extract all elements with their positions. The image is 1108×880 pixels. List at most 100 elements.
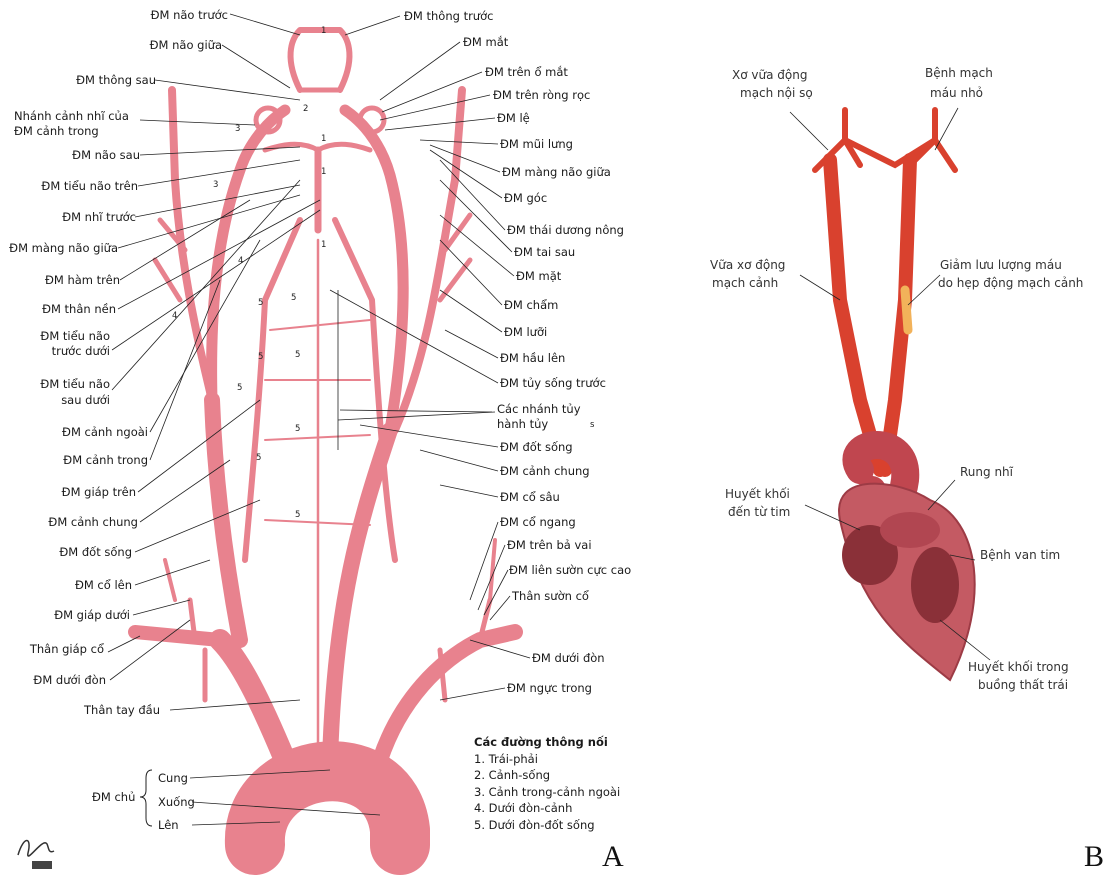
- label-angular: ĐM góc: [504, 191, 547, 205]
- label-pica-2: sau dưới: [61, 393, 110, 407]
- label-anterior-cerebral: ĐM não trước: [151, 8, 228, 22]
- anastomosis-number: 1: [321, 26, 326, 36]
- label-ascending-aorta: Lên: [158, 818, 179, 832]
- anastomosis-number: 5: [258, 298, 263, 308]
- label-facial: ĐM mặt: [516, 269, 561, 283]
- label-maxillary: ĐM hàm trên: [45, 273, 120, 287]
- label-superior-cerebellar: ĐM tiểu não trên: [41, 179, 138, 193]
- stray-mark: s: [590, 420, 594, 430]
- netter-signature-logo: [10, 825, 70, 875]
- anastomosis-number: 5: [295, 424, 300, 434]
- stroke-etiology-illustration: [815, 110, 975, 680]
- label-ascending-pharyngeal: ĐM hầu lên: [500, 351, 565, 365]
- label-intracranial-athero-2: mạch nội sọ: [740, 86, 813, 101]
- label-lacrimal: ĐM lệ: [497, 111, 530, 125]
- anastomosis-number: 1: [321, 240, 326, 250]
- label-transverse-cervical: ĐM cổ ngang: [500, 515, 576, 529]
- label-supratrochlear: ĐM trên ròng rọc: [493, 88, 590, 102]
- label-aica-2: trước dưới: [52, 344, 110, 358]
- label-posterior-cerebral: ĐM não sau: [72, 148, 140, 162]
- label-superficial-temporal: ĐM thái dương nông: [507, 223, 624, 237]
- label-middle-meningeal-r: ĐM màng não giữa: [502, 165, 611, 179]
- label-common-carotid-l: ĐM cảnh chung: [48, 515, 138, 529]
- label-common-carotid-r: ĐM cảnh chung: [500, 464, 590, 478]
- panel-b-letter: B: [1084, 840, 1104, 874]
- label-descending-aorta: Xuống: [158, 795, 195, 809]
- anastomosis-number: 4: [238, 256, 243, 266]
- label-aica-1: ĐM tiểu não: [40, 329, 110, 343]
- label-anterior-communicating: ĐM thông trước: [404, 9, 493, 23]
- label-dorsal-nasal: ĐM mũi lưng: [500, 137, 573, 151]
- label-posterior-auricular: ĐM tai sau: [514, 245, 575, 259]
- anastomosis-number: 5: [295, 510, 300, 520]
- label-ascending-cervical: ĐM cổ lên: [75, 578, 132, 592]
- anastomosis-number: 1: [321, 134, 326, 144]
- label-cardiac-embolus-2: đến từ tim: [728, 505, 790, 520]
- label-deep-cervical: ĐM cổ sâu: [500, 490, 560, 504]
- label-medullary-branches-1: Các nhánh tủy: [497, 402, 581, 416]
- legend-item: 4. Dưới đòn-cảnh: [474, 800, 620, 817]
- label-lingual: ĐM lưỡi: [504, 325, 547, 339]
- label-anterior-spinal: ĐM tủy sống trước: [500, 376, 606, 390]
- label-middle-meningeal-l: ĐM màng não giữa: [9, 241, 118, 255]
- label-intracranial-athero-1: Xơ vữa động: [732, 68, 807, 83]
- label-reduced-flow-1: Giảm lưu lượng máu: [940, 258, 1062, 273]
- anastomosis-number: 3: [235, 124, 240, 134]
- anastomosis-number: 5: [256, 453, 261, 463]
- brachiocephalic-trunk: [220, 640, 285, 760]
- label-middle-cerebral: ĐM não giữa: [150, 38, 222, 52]
- label-costocervical-trunk: Thân sườn cổ: [512, 589, 589, 603]
- label-suprascapular: ĐM trên bả vai: [507, 538, 592, 552]
- label-ophthalmic: ĐM mắt: [463, 35, 508, 49]
- legend-title: Các đường thông nối: [474, 734, 620, 751]
- label-valve-disease: Bệnh van tim: [980, 548, 1060, 563]
- right-common-carotid: [212, 400, 240, 640]
- label-vertebral-r: ĐM đốt sống: [500, 440, 573, 454]
- left-common-carotid: [330, 430, 390, 760]
- label-reduced-flow-2: do hẹp động mạch cảnh: [938, 276, 1083, 291]
- label-carotid-tympanic-1: Nhánh cảnh nhĩ của: [14, 109, 129, 123]
- legend-item: 5. Dưới đòn-đốt sống: [474, 817, 620, 834]
- label-anterior-tympanic: ĐM nhĩ trước: [62, 210, 136, 224]
- label-inferior-thyroid: ĐM giáp dưới: [54, 608, 130, 622]
- label-supraorbital: ĐM trên ổ mắt: [485, 65, 568, 79]
- anastomosis-number: 2: [303, 104, 308, 114]
- anastomosis-number: 5: [258, 352, 263, 362]
- label-brachiocephalic: Thân tay đầu: [84, 703, 160, 717]
- anastomosis-number: 5: [237, 383, 242, 393]
- label-lv-thrombus-1: Huyết khối trong: [968, 660, 1069, 675]
- label-cardiac-embolus-1: Huyết khối: [725, 487, 790, 502]
- label-internal-thoracic: ĐM ngực trong: [507, 681, 592, 695]
- anastomosis-number: 3: [213, 180, 218, 190]
- anastomosis-number: 5: [295, 350, 300, 360]
- label-external-carotid: ĐM cảnh ngoài: [62, 425, 148, 439]
- anastomosis-number: 5: [291, 293, 296, 303]
- legend-item: 1. Trái-phải: [474, 751, 620, 768]
- label-carotid-tympanic-2: ĐM cảnh trong: [14, 124, 99, 138]
- label-posterior-communicating: ĐM thông sau: [76, 73, 156, 87]
- legend-item: 2. Cảnh-sống: [474, 767, 620, 784]
- anastomosis-number: 1: [321, 167, 326, 177]
- left-carotid-vessel: [830, 160, 880, 470]
- label-superior-thyroid: ĐM giáp trên: [62, 485, 136, 499]
- label-carotid-athero-1: Vữa xơ động: [710, 258, 785, 273]
- label-small-vessel-1: Bệnh mạch: [925, 66, 993, 81]
- label-lv-thrombus-2: buồng thất trái: [978, 678, 1068, 693]
- aorta-brace: [140, 770, 152, 826]
- label-subclavian-l: ĐM dưới đòn: [33, 673, 106, 687]
- label-aortic-arch: Cung: [158, 771, 188, 785]
- label-atrial-fibrillation: Rung nhĩ: [960, 465, 1013, 480]
- panel-a-letter: A: [602, 840, 624, 874]
- label-occipital: ĐM chẩm: [504, 298, 558, 312]
- anastomosis-legend: Các đường thông nối 1. Trái-phải 2. Cảnh…: [474, 734, 620, 833]
- label-thyrocervical-trunk: Thân giáp cổ: [30, 642, 104, 656]
- label-basilar: ĐM thân nền: [42, 302, 116, 316]
- label-medullary-branches-2: hành tủy: [497, 417, 548, 431]
- label-aorta: ĐM chủ: [92, 790, 135, 804]
- anastomosis-number: 4: [172, 311, 177, 321]
- label-supreme-intercostal: ĐM liên sườn cực cao: [509, 563, 631, 577]
- legend-item: 3. Cảnh trong-cảnh ngoài: [474, 784, 620, 801]
- label-small-vessel-2: máu nhỏ: [930, 86, 983, 101]
- label-pica-1: ĐM tiểu não: [40, 377, 110, 391]
